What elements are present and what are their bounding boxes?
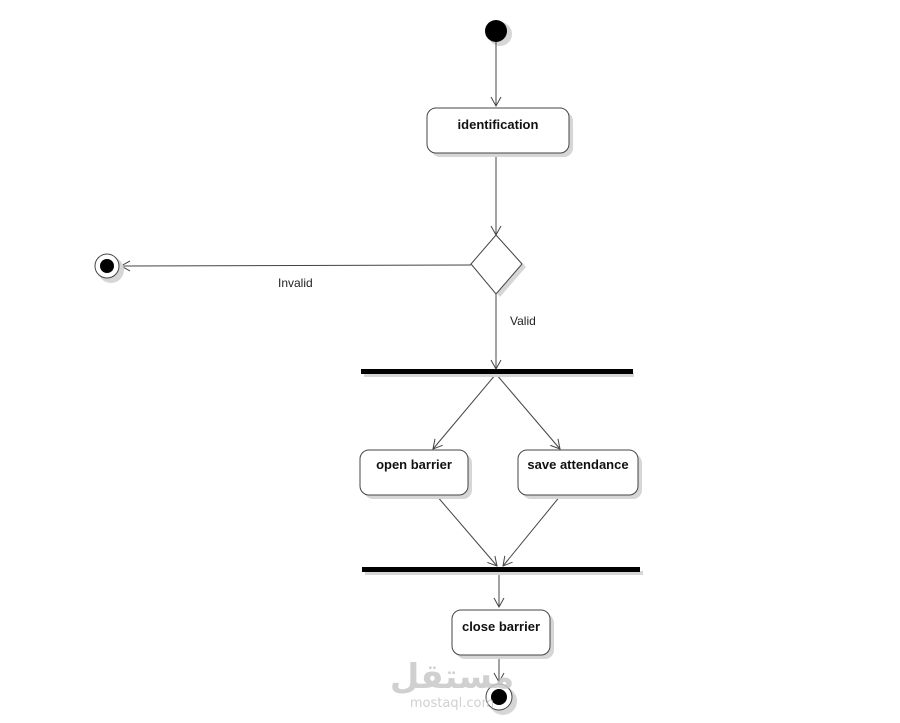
edge-label-invalid: Invalid xyxy=(278,276,313,290)
edge-save-attendance-to-join xyxy=(502,494,562,567)
action-close-barrier: close barrier xyxy=(451,609,554,659)
join-bar xyxy=(362,567,643,575)
action-identification: identification xyxy=(426,107,573,157)
edge-fork-to-save-attendance xyxy=(495,373,561,450)
final-node-invalid xyxy=(94,253,124,283)
decision-node xyxy=(470,234,526,297)
action-save-attendance: save attendance xyxy=(517,449,642,499)
action-open-barrier: open barrier xyxy=(359,449,472,499)
action-identification-label: identification xyxy=(458,117,539,132)
edge-open-barrier-to-join xyxy=(435,494,498,567)
watermark-site: mostaql.com xyxy=(410,696,494,711)
edge-label-valid: Valid xyxy=(510,314,536,328)
action-save-attendance-label: save attendance xyxy=(527,457,628,472)
fork-bar xyxy=(361,369,634,377)
edge-fork-to-open-barrier xyxy=(432,373,497,450)
edge-invalid xyxy=(119,260,472,272)
final-node-end xyxy=(485,683,517,715)
action-close-barrier-label: close barrier xyxy=(462,619,540,634)
watermark: مستقل mostaql.com xyxy=(390,657,514,711)
edges xyxy=(119,42,562,684)
watermark-logo: مستقل xyxy=(390,657,514,697)
action-open-barrier-label: open barrier xyxy=(376,457,452,472)
initial-node xyxy=(485,20,512,46)
